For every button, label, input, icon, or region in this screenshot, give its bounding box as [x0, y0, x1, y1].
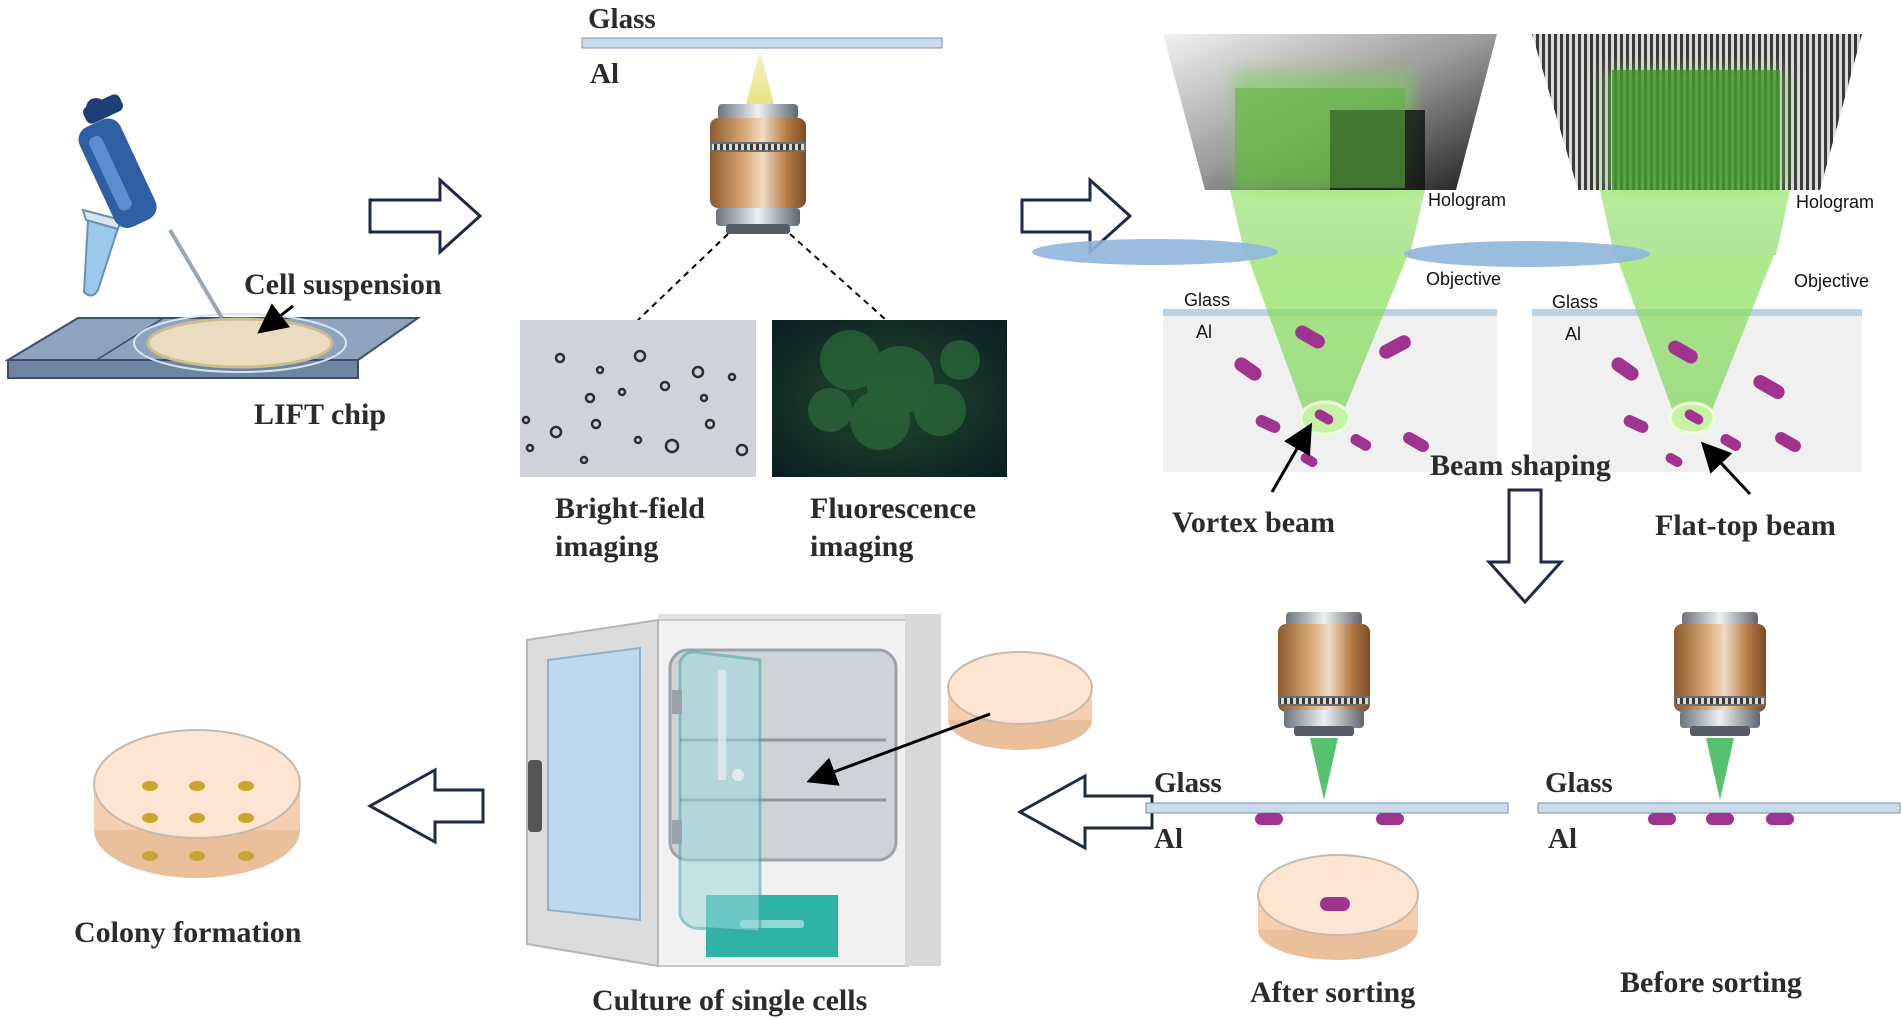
fluorescence-label-line2: imaging [810, 530, 913, 563]
al-label-after: Al [1154, 823, 1183, 855]
beam-shaping-vortex [1032, 34, 1497, 472]
al-label-shaping-left: Al [1196, 322, 1212, 342]
glass-slide-before [1537, 802, 1901, 814]
hollow-arrow-icon-down [1485, 488, 1565, 605]
illumination-cone [745, 50, 775, 108]
beam-shaping-flat-top [1404, 34, 1862, 472]
al-label-before: Al [1548, 823, 1577, 855]
objective-lens-icon-before [1674, 612, 1766, 736]
objective-lens-icon-after [1278, 612, 1370, 736]
hologram-label-right: Hologram [1796, 192, 1874, 212]
hollow-arrow-icon-2 [1020, 176, 1133, 256]
glass-label-imaging: Glass [588, 3, 656, 35]
after-sorting-label: After sorting [1250, 976, 1415, 1009]
vortex-pointer [1270, 422, 1313, 493]
pipette-icon [78, 94, 224, 320]
laser-cone-before [1706, 738, 1734, 800]
cell-suspension-pointer [257, 303, 294, 334]
fluorescence-label-line1: Fluorescence [810, 492, 976, 525]
flat-top-pointer [1700, 441, 1752, 496]
glass-label-before: Glass [1545, 767, 1613, 799]
cell-suspension-label: Cell suspension [244, 268, 442, 301]
culture-label: Culture of single cells [592, 984, 867, 1017]
glass-label-after: Glass [1154, 767, 1222, 799]
lift-chip-label: LIFT chip [254, 398, 386, 431]
petri-dish-icon-colony [93, 729, 301, 878]
objective-lens-icon [710, 104, 806, 234]
laser-cone-after [1310, 738, 1338, 800]
petri-dish-icon-after [1257, 854, 1419, 960]
glass-slide-after [1145, 802, 1509, 814]
lift-chip-illustration [4, 313, 422, 379]
al-label-shaping-right: Al [1565, 324, 1581, 344]
fluorescence-image [772, 320, 1007, 477]
vortex-beam-label: Vortex beam [1172, 506, 1335, 539]
cell-before-2 [1706, 813, 1734, 825]
cell-after-2 [1376, 813, 1404, 825]
bright-field-label-line2: imaging [555, 530, 658, 563]
bright-field-label-line1: Bright-field [555, 492, 705, 525]
incubator-icon [526, 614, 941, 968]
cell-before-1 [1648, 813, 1676, 825]
beam-shaping-label: Beam shaping [1430, 449, 1611, 482]
colony-formation-label: Colony formation [74, 916, 302, 949]
hollow-arrow-icon-left-1 [1016, 773, 1154, 851]
cell-before-3 [1766, 813, 1794, 825]
glass-label-shaping-right: Glass [1552, 292, 1598, 312]
tube-icon [81, 208, 123, 297]
bright-field-image [520, 320, 756, 477]
al-label-imaging: Al [590, 58, 619, 90]
glass-label-shaping-left: Glass [1184, 290, 1230, 310]
zoom-line-right [789, 233, 887, 321]
zoom-line-left [637, 233, 729, 321]
flat-top-beam-label: Flat-top beam [1655, 509, 1836, 542]
hologram-label-left: Hologram [1428, 190, 1506, 210]
hollow-arrow-icon-left-2 [366, 767, 485, 845]
cell-after-1 [1255, 813, 1283, 825]
incubator-pointer [806, 712, 991, 786]
before-sorting-label: Before sorting [1620, 966, 1802, 999]
glass-slide-imaging [581, 37, 943, 49]
hollow-arrow-icon-1 [368, 176, 483, 256]
objective-label-left: Objective [1426, 269, 1501, 289]
petri-dish-icon-incubator [947, 651, 1093, 750]
objective-label-right: Objective [1794, 271, 1869, 291]
